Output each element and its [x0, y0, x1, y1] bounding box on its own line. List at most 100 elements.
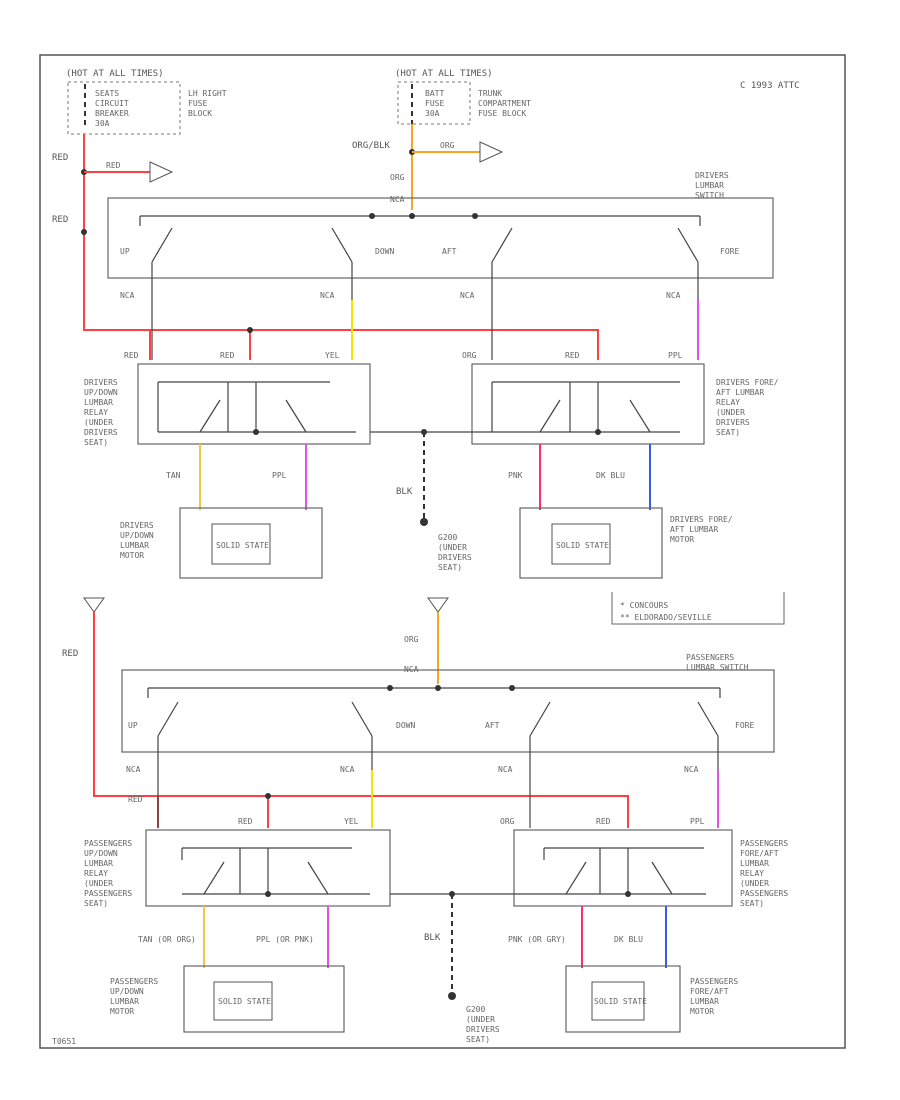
passengers-lumbar-switch [121, 669, 775, 753]
bottom-org-label: ORG [404, 635, 419, 644]
bottom-red-source-arrow [83, 597, 105, 613]
note-concours: * CONCOURS [620, 601, 668, 610]
passengers-conn-4: NCA [684, 765, 699, 774]
left-fuse-header: (HOT AT ALL TIMES) [66, 69, 164, 79]
passengers-sw-aft: AFT [485, 721, 500, 730]
top-wire-red-2: RED [220, 351, 235, 360]
passengers-right-relay-5: (UNDER [740, 879, 769, 888]
passengers-conn-3: NCA [498, 765, 513, 774]
footer-code: T0651 [52, 1037, 76, 1046]
drivers-sw-fore: FORE [720, 247, 739, 256]
top-left-solid-state: SOLID STATE [216, 541, 269, 550]
passengers-sw-up: UP [128, 721, 138, 730]
drivers-left-motor-4: MOTOR [120, 551, 144, 560]
left-fuse-line-4: 30A [95, 119, 110, 128]
drivers-left-motor-2: UP/DOWN [120, 531, 154, 540]
passengers-up-down-relay [145, 829, 391, 907]
note-box [611, 592, 785, 625]
passengers-left-motor-4: MOTOR [110, 1007, 134, 1016]
drivers-conn-2: NCA [320, 291, 335, 300]
center-fuse-line-2: FUSE [425, 99, 444, 108]
drivers-left-relay-4: RELAY [84, 408, 108, 417]
drivers-up-down-motor [179, 507, 323, 579]
drivers-fore-aft-motor [519, 507, 663, 579]
center-fuse-block-2: COMPARTMENT [478, 99, 531, 108]
passengers-left-motor-3: LUMBAR [110, 997, 139, 1006]
passengers-switch-title-2: LUMBAR SWITCH [686, 663, 749, 672]
passengers-up-down-motor [183, 965, 345, 1033]
bottom-right-solid-state: SOLID STATE [594, 997, 647, 1006]
top-motor-wire-pnk: PNK [508, 471, 523, 480]
bottom-wire-org: ORG [500, 817, 515, 826]
drivers-left-motor-3: LUMBAR [120, 541, 149, 550]
bottom-wire-red-3: RED [596, 817, 611, 826]
top-org-label: ORG [390, 173, 405, 182]
drivers-fore-aft-relay [471, 363, 705, 445]
drivers-right-motor-3: MOTOR [670, 535, 694, 544]
center-fuse-line-1: BATT [425, 89, 444, 98]
bottom-motor-wire-tan: TAN (OR ORG) [138, 935, 196, 944]
top-ground-2: (UNDER [438, 543, 467, 552]
top-red-arrow-label: RED [106, 161, 121, 170]
passengers-right-motor-4: MOTOR [690, 1007, 714, 1016]
passengers-left-relay-7: SEAT) [84, 899, 108, 908]
top-wire-red-3: RED [565, 351, 580, 360]
drivers-right-motor-2: AFT LUMBAR [670, 525, 718, 534]
passengers-right-relay-2: FORE/AFT [740, 849, 779, 858]
passengers-fore-aft-relay [513, 829, 733, 907]
drivers-right-relay-6: SEAT) [716, 428, 740, 437]
passengers-left-relay-2: UP/DOWN [84, 849, 118, 858]
left-fuse-line-2: CIRCUIT [95, 99, 129, 108]
passengers-right-relay-7: SEAT) [740, 899, 764, 908]
passengers-sw-down: DOWN [396, 721, 415, 730]
center-fuse-block-3: FUSE BLOCK [478, 109, 526, 118]
passengers-right-relay-4: RELAY [740, 869, 764, 878]
drivers-right-relay-1: DRIVERS FORE/ [716, 378, 779, 387]
drivers-left-relay-7: SEAT) [84, 438, 108, 447]
passengers-left-relay-4: RELAY [84, 869, 108, 878]
bottom-wire-red-1: RED [128, 795, 143, 804]
center-fuse-block-1: TRUNK [478, 89, 502, 98]
bottom-org-source-arrow [427, 597, 449, 613]
drivers-right-relay-3: RELAY [716, 398, 740, 407]
passengers-right-relay-6: PASSENGERS [740, 889, 788, 898]
drivers-switch-title-3: SWITCH [695, 191, 724, 200]
drivers-right-motor-1: DRIVERS FORE/ [670, 515, 733, 524]
top-motor-wire-ppl: PPL [272, 471, 287, 480]
center-fuse-header: (HOT AT ALL TIMES) [395, 69, 493, 79]
passengers-right-relay-3: LUMBAR [740, 859, 769, 868]
passengers-conn-1: NCA [126, 765, 141, 774]
center-fuse-line-3: 30A [425, 109, 440, 118]
bottom-blk-label: BLK [424, 933, 441, 943]
passengers-sw-fore: FORE [735, 721, 754, 730]
passengers-left-motor-2: UP/DOWN [110, 987, 144, 996]
top-wire-red-1: RED [124, 351, 139, 360]
top-ground-4: SEAT) [438, 563, 462, 572]
bottom-wire-ppl: PPL [690, 817, 705, 826]
top-red-label-1: RED [52, 153, 68, 163]
note-eldorado: ** ELDORADO/SEVILLE [620, 613, 712, 622]
passengers-left-relay-6: PASSENGERS [84, 889, 132, 898]
passengers-right-motor-3: LUMBAR [690, 997, 719, 1006]
top-org-arrow-label: ORG [440, 141, 455, 150]
passengers-right-motor-2: FORE/AFT [690, 987, 729, 996]
diagram-frame [39, 54, 846, 1049]
top-nca-label: NCA [390, 195, 405, 204]
drivers-right-relay-2: AFT LUMBAR [716, 388, 764, 397]
drivers-conn-4: NCA [666, 291, 681, 300]
drivers-left-motor-1: DRIVERS [120, 521, 154, 530]
bottom-ground-2: (UNDER [466, 1015, 495, 1024]
bottom-motor-wire-pnk: PNK (OR GRY) [508, 935, 566, 944]
bottom-motor-wire-dkblu: DK BLU [614, 935, 643, 944]
top-org-blk-label: ORG/BLK [352, 141, 391, 151]
drivers-left-relay-3: LUMBAR [84, 398, 113, 407]
center-fuse-block: (HOT AT ALL TIMES) BATT FUSE 30A TRUNK C… [395, 69, 531, 125]
left-fuse-block-2: FUSE [188, 99, 207, 108]
drivers-left-relay-1: DRIVERS [84, 378, 118, 387]
bottom-ground-1: G200 [466, 1005, 485, 1014]
top-blk-label: BLK [396, 487, 413, 497]
drivers-left-relay-6: DRIVERS [84, 428, 118, 437]
bottom-wire-yel: YEL [344, 817, 359, 826]
left-fuse-line-3: BREAKER [95, 109, 129, 118]
bottom-motor-wire-ppl: PPL (OR PNK) [256, 935, 314, 944]
